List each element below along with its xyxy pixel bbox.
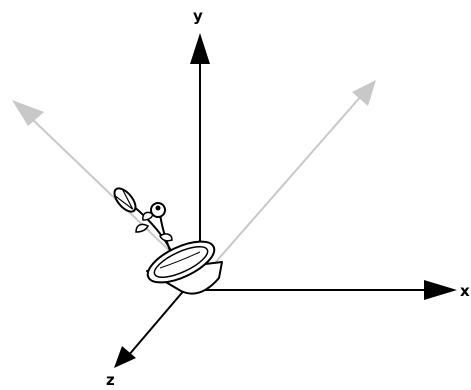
z-axis-line [127,287,187,357]
z-axis-label: z [106,371,115,389]
rotated-axis-right-arrowhead [352,80,376,106]
y-axis-label: y [193,7,203,25]
flower-bud-large [113,187,137,213]
flower-leaf [135,223,150,233]
rotated-axis-right-line [199,94,363,281]
flower-leaf [159,233,173,242]
x-axis-arrowhead [424,280,457,300]
y-axis-arrowhead [190,33,210,64]
flower-leaf [142,211,154,221]
flower-pot-icon [113,187,223,295]
primary-axes [114,33,457,368]
x-axis-label: x [460,282,470,300]
rotated-axis-left-arrowhead [12,100,44,126]
z-axis-arrowhead [114,346,136,368]
